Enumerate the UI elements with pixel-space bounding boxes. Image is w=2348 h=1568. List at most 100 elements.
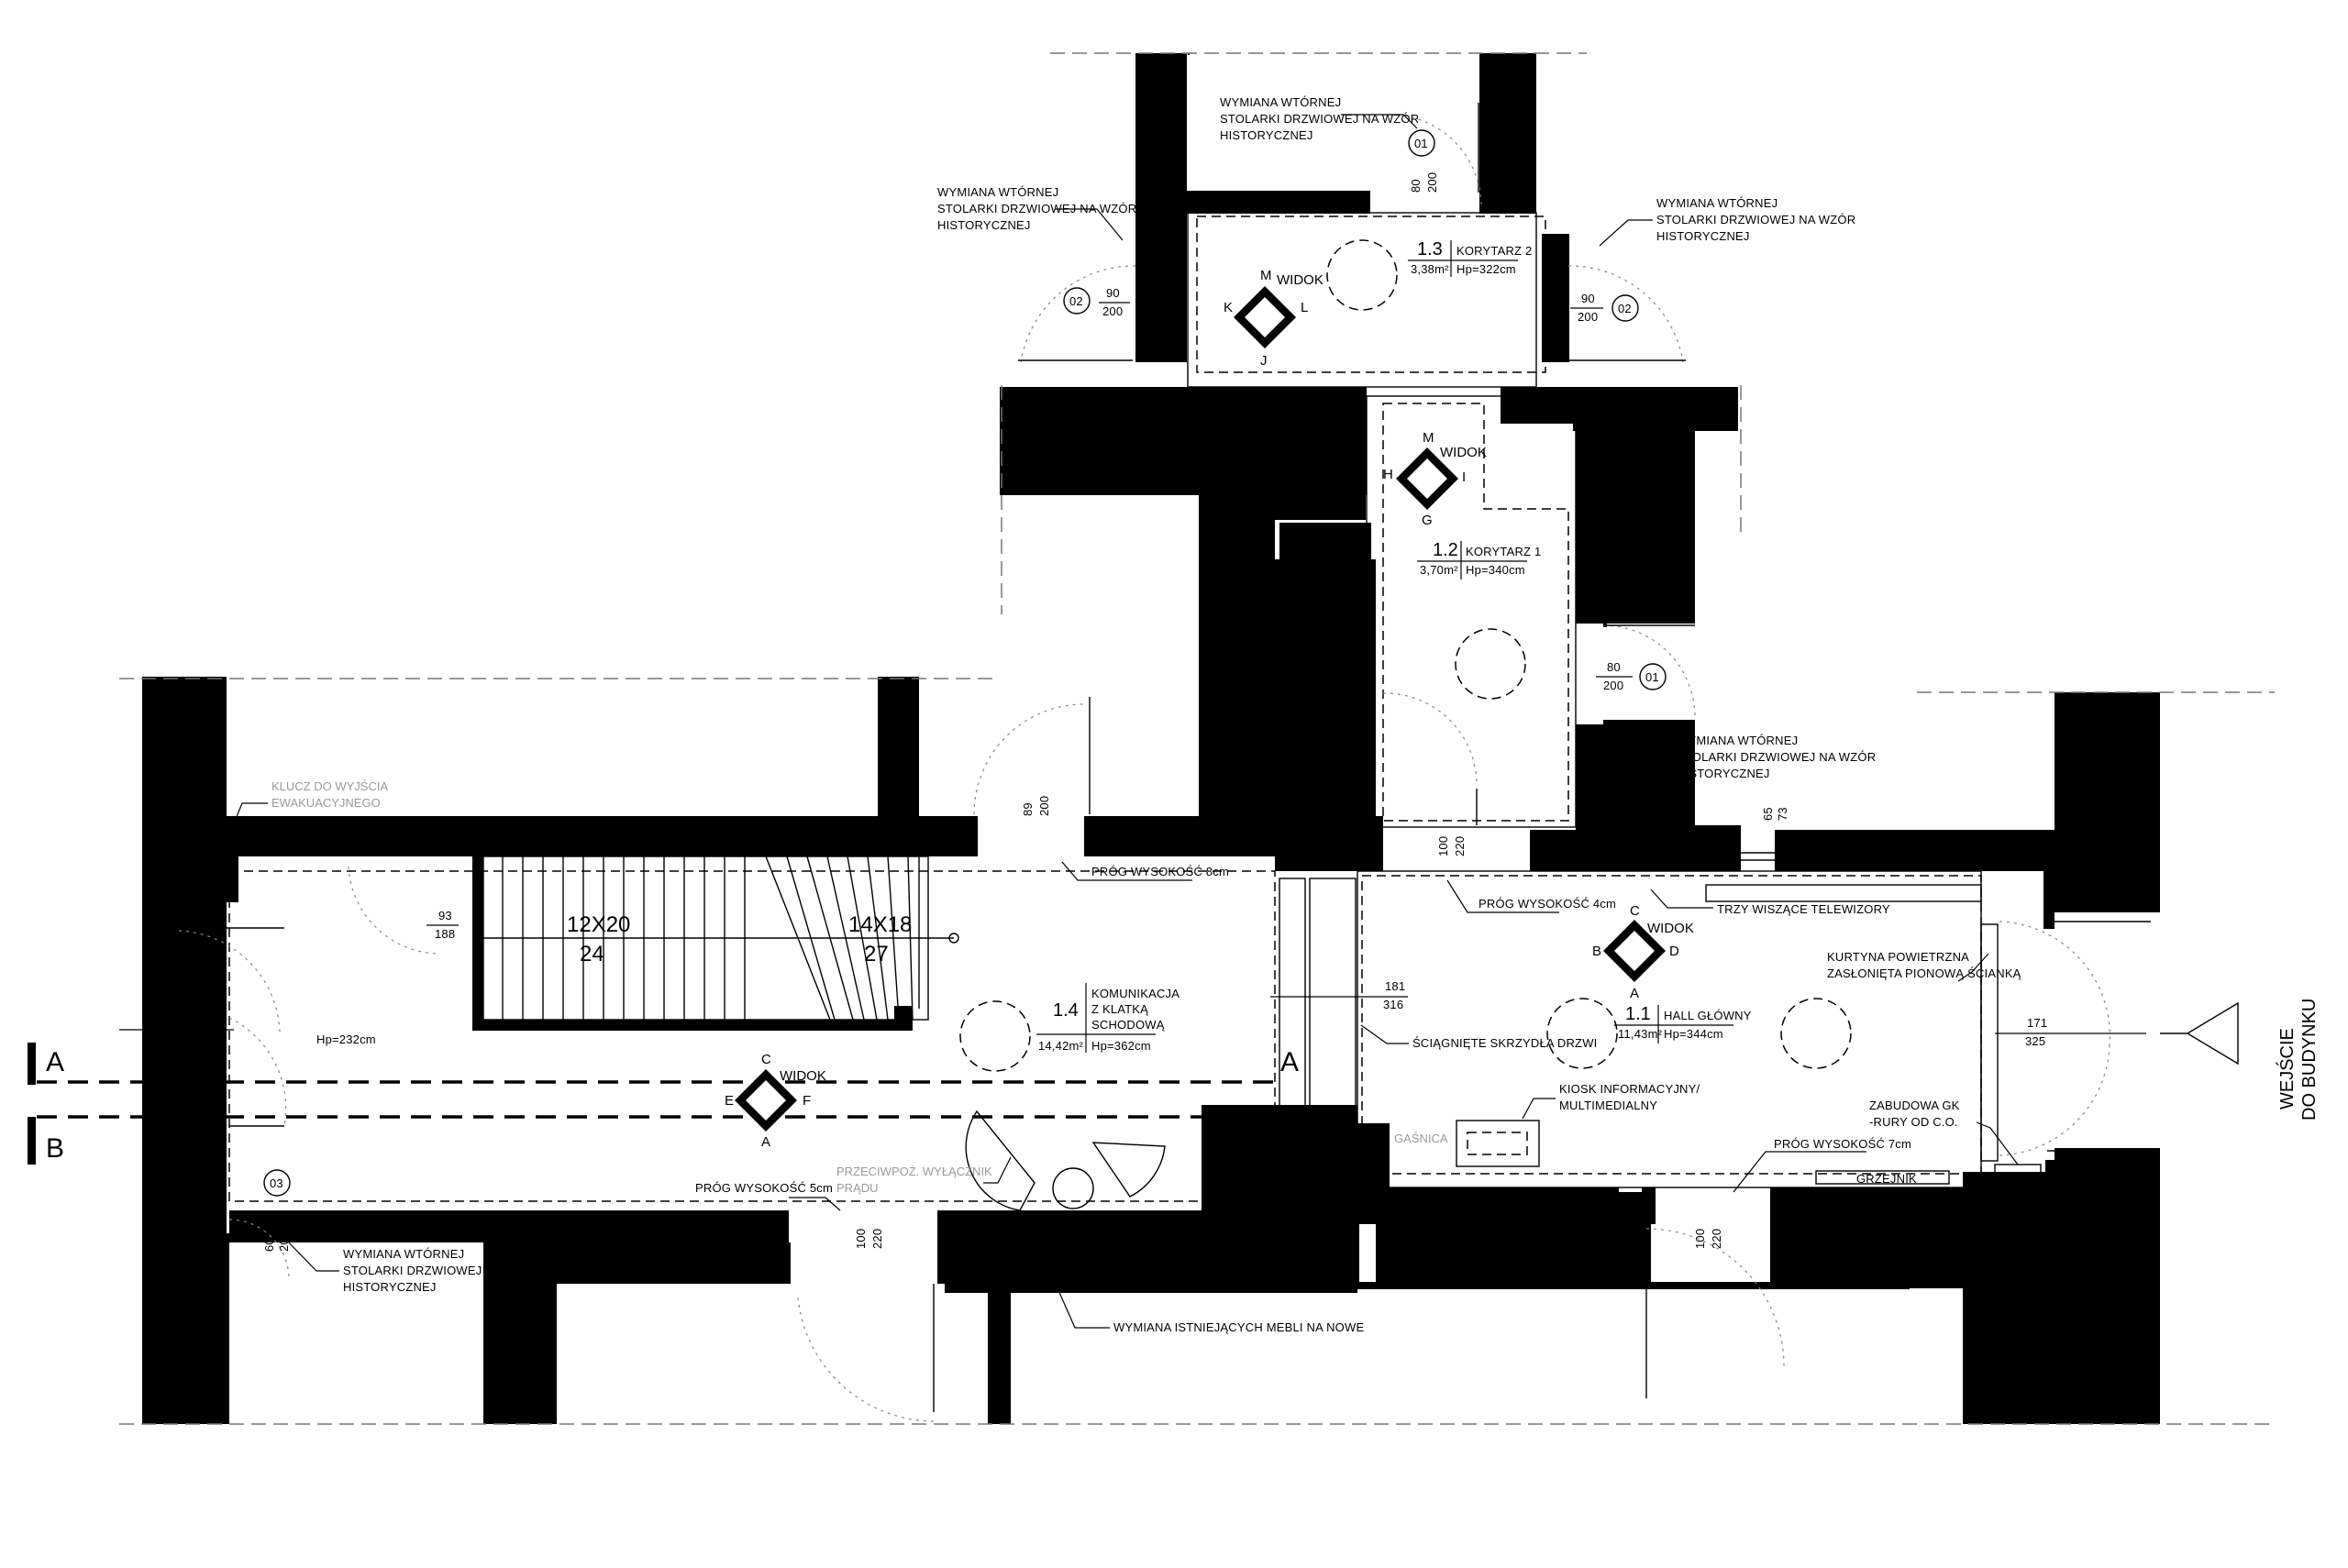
door-swing — [1645, 1228, 1785, 1367]
door-swing — [1999, 1044, 2110, 1156]
wall — [1576, 431, 1603, 515]
wall — [1279, 523, 1371, 564]
note-furniture: WYMIANA ISTNIEJĄCYCH MEBLI NA NOWE — [1026, 1219, 1364, 1334]
door-swing — [228, 1219, 290, 1280]
wall — [483, 1242, 557, 1424]
armchair — [1091, 1142, 1166, 1198]
door-height: 200 — [277, 1231, 291, 1252]
view-diamond-inner — [746, 1080, 786, 1121]
note-door-leaf: ŚCIĄGNIĘTE SKRZYDŁA DRZWI — [1360, 1024, 1597, 1050]
view-marker-2: WIDOK M H I G — [1383, 430, 1487, 528]
wall — [1364, 1123, 1390, 1192]
door-height: 220 — [1710, 1229, 1723, 1249]
view-letter: B — [1592, 944, 1601, 959]
view-marker-1: WIDOK M K L J — [1224, 268, 1324, 369]
door-frame — [1980, 923, 1999, 1162]
view-letter: F — [803, 1093, 811, 1109]
wall — [142, 856, 174, 893]
wall — [1732, 825, 1741, 871]
view-diamond-inner — [1245, 297, 1285, 337]
door-dim-d2: 90 200 — [1099, 286, 1130, 318]
room-labels: 1.3 KORYTARZ 2 3,38m² Hp=322cm 1.2 KORYT… — [316, 239, 1752, 1053]
door-height: 188 — [435, 927, 455, 941]
side-table — [1052, 1167, 1094, 1209]
note-text: PRÓG WYSOKOŚĆ 7cm — [1774, 1137, 1911, 1151]
door-swing — [1389, 114, 1482, 207]
leader — [1624, 723, 1673, 758]
door-dim-d6: 65 73 — [1761, 807, 1789, 821]
wall — [878, 677, 919, 816]
door-height: 220 — [195, 1031, 216, 1044]
note-line: WYMIANA WTÓRNEJ — [1656, 196, 1778, 210]
door-height: 316 — [1383, 998, 1403, 1011]
stair-size: 12X20 — [567, 912, 630, 937]
note-text: TRZY WISZĄCE TELEWIZORY — [1717, 902, 1890, 916]
note-line: KURTYNA POWIETRZNA — [1827, 950, 1969, 964]
note-line: STOLARKI DRZWIOWEJ NA WZÓR — [1677, 750, 1876, 764]
room-height: Hp=322cm — [1456, 262, 1516, 276]
view-diamond-inner — [1614, 931, 1655, 971]
view-letter: L — [1301, 300, 1308, 315]
wall — [1135, 214, 1187, 234]
door-height: 220 — [870, 1229, 884, 1249]
door-frame — [1309, 878, 1357, 1113]
view-letter: D — [1669, 944, 1679, 959]
wall — [972, 816, 978, 856]
door-swing — [1999, 921, 2111, 1046]
wall — [142, 816, 972, 856]
door-width: 80 — [1607, 660, 1621, 674]
room-number: 1.2 — [1433, 540, 1458, 560]
kiosk-screen — [1467, 1132, 1528, 1155]
door-dim-d1: 80 200 — [1409, 172, 1439, 193]
entrance-line: DO BUDYNKU — [2299, 999, 2320, 1121]
room-number: 1.3 — [1417, 239, 1443, 259]
section-a-label-2: A — [1280, 1047, 1299, 1077]
note-line: STOLARKI DRZWIOWEJ NA WZÓR — [1220, 112, 1419, 126]
view-letter: M — [1423, 430, 1434, 446]
wall — [988, 1282, 1011, 1424]
room-height: Hp=344cm — [1664, 1027, 1723, 1041]
wall — [1573, 387, 1738, 431]
door-width: 100 — [1436, 836, 1450, 856]
room-name: SCHODOWĄ — [1091, 1018, 1165, 1032]
wall — [2045, 1160, 2056, 1197]
axis-b-marker — [28, 1117, 36, 1165]
corridor1-boundary — [1366, 395, 1577, 828]
room-outline-13 — [1196, 215, 1546, 373]
room-height: Hp=362cm — [1091, 1039, 1151, 1053]
door-height: 220 — [1453, 836, 1467, 856]
door-width: 171 — [2027, 1016, 2047, 1030]
view-letter: K — [1224, 300, 1233, 315]
wall — [1479, 191, 1536, 214]
door-swing — [228, 1017, 287, 1127]
entrance-marker: WEJŚCIE DO BUDYNKU — [2160, 999, 2320, 1121]
wall — [1091, 816, 1279, 856]
door-width: 60 — [262, 1238, 276, 1252]
door-dim-d8: 93 188 — [426, 909, 459, 941]
room-name: Z KLATKĄ — [1091, 1002, 1148, 1016]
wall — [1542, 234, 1569, 362]
wall — [1576, 513, 1603, 624]
room-name: KORYTARZ 1 — [1466, 545, 1541, 558]
view-label: WIDOK — [1277, 272, 1324, 288]
wall — [1530, 830, 1605, 871]
view-letter: H — [1383, 467, 1393, 482]
wall — [1784, 1197, 1917, 1288]
light — [1455, 628, 1526, 700]
note-line: PRĄDU — [836, 1181, 879, 1195]
door-width: 89 — [1021, 802, 1035, 816]
note-line: HISTORYCZNEJ — [937, 218, 1031, 232]
note-line: HISTORYCZNEJ — [1656, 229, 1750, 243]
note-line: KIOSK INFORMACYJNY/ — [1559, 1082, 1700, 1096]
door-dim-d9: 150 220 — [119, 1012, 234, 1044]
door-swing — [797, 1297, 935, 1422]
door-tag — [1611, 294, 1639, 322]
door-height: 200 — [1578, 310, 1598, 324]
door-height: 200 — [1425, 172, 1439, 193]
walls — [142, 53, 2160, 1424]
note-kiosk: KIOSK INFORMACYJNY/ MULTIMEDIALNY — [1522, 1082, 1700, 1120]
note-line: WYMIANA WTÓRNEJ — [1220, 95, 1341, 109]
note-evac-key: KLUCZ DO WYJŚCIA EWAKUACYJNEGO — [228, 779, 388, 835]
door-width: 80 — [1409, 179, 1423, 193]
note-door-replace-2: WYMIANA WTÓRNEJ STOLARKI DRZWIOWEJ NA WZ… — [937, 185, 1136, 241]
